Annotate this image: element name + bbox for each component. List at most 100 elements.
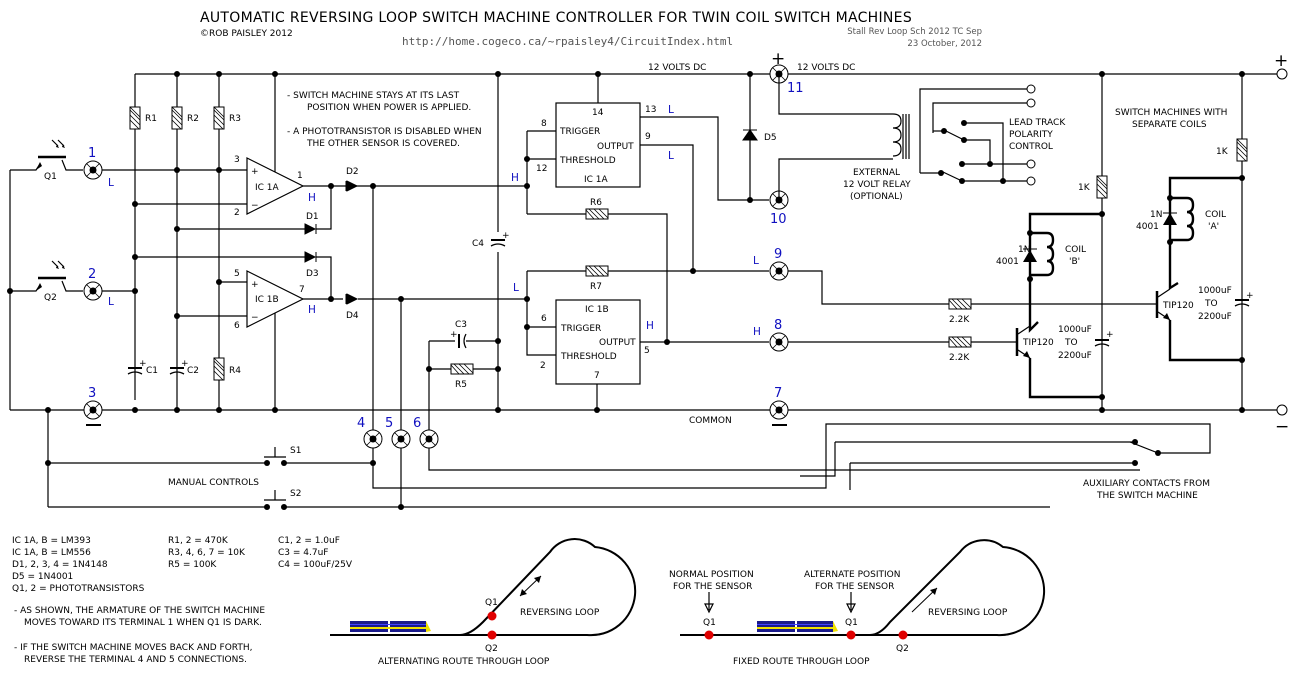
resistor-r3 [213,106,225,130]
diode-d1 [304,223,317,235]
alt-caption: ALTERNATING ROUTE THROUGH LOOP [378,657,550,667]
plus-terminal [1276,68,1288,80]
fixed-caption: FIXED ROUTE THROUGH LOOP [733,657,870,667]
level-ic1b-out: H [308,304,316,316]
note-bottom-2: MOVES TOWARD ITS TERMINAL 1 WHEN Q1 IS D… [24,618,262,628]
date: 23 October, 2012 [907,39,982,49]
terminal-6[interactable] [419,429,439,449]
label-r3: R3 [229,114,241,124]
polarity-label-2: POLARITY [1009,130,1053,140]
label-1n-a: 1N [1150,210,1162,220]
resistor-r1 [129,106,141,130]
polarity-relay-contacts [919,84,1036,186]
part-3: D1, 2, 3, 4 = 1N4148 [12,560,108,570]
label-ic1a-comparator: IC 1A [255,183,280,193]
note-top-1: - SWITCH MACHINE STAYS AT ITS LAST [287,91,460,101]
terminal-1-label: 1 [88,146,96,161]
terminal-1[interactable] [83,160,103,180]
ic1a-plus: + [251,167,259,177]
cap-a-label-2: TO [1204,299,1218,309]
page-title: AUTOMATIC REVERSING LOOP SWITCH MACHINE … [200,10,912,26]
resistor-1k-a [1236,138,1248,162]
pin-ic1b-5: 5 [644,346,650,356]
terminal-5[interactable] [391,429,411,449]
pin-ic1b-6: 6 [541,314,547,324]
resistor-1k-b [1096,175,1108,199]
note-bottom-4: REVERSE THE TERMINAL 4 AND 5 CONNECTIONS… [24,655,247,665]
pin-ic1a-12: 12 [536,164,547,174]
level-t9: L [753,255,759,267]
terminal-11-label: 11 [787,81,804,96]
fixed-loop-label: REVERSING LOOP [928,608,1008,618]
pin-ic1a-1: 1 [297,171,303,181]
label-1k-b: 1K [1078,183,1091,193]
part-8: R5 = 100K [168,560,217,570]
label-c3: C3 [455,320,467,330]
label-c2: C2 [187,366,199,376]
train-fixed [757,621,838,632]
url-link[interactable]: http://home.cogeco.ca/~rpaisley4/Circuit… [402,35,733,48]
ic1b-output-label: OUTPUT [599,338,636,348]
comparator-ic1b [174,270,343,410]
sensor-q1-alternate [846,630,856,640]
label-r7: R7 [590,282,602,292]
ic1a-trigger-label: TRIGGER [559,127,600,137]
fixed-route-diagram [680,539,1046,640]
resistor-r6 [585,208,609,220]
resistor-r7 [585,265,609,277]
train-alt [350,621,431,632]
label-1n-b: 1N [1018,245,1030,255]
alternate-label-2: FOR THE SENSOR [815,582,894,592]
polarity-label-3: CONTROL [1009,142,1053,152]
relay-label-3: (OPTIONAL) [850,192,903,202]
relay-label-2: 12 VOLT RELAY [843,180,911,190]
switch-s1[interactable] [264,447,287,466]
terminal-5-label: 5 [385,416,393,431]
pin-ic1b-7: 7 [594,371,600,381]
terminal-6-label: 6 [413,416,421,431]
svg-text:+: + [139,359,147,369]
pin-ic1a-8: 8 [541,119,547,129]
terminal-7-label: 7 [774,386,782,401]
label-d2: D2 [346,167,359,177]
diode-d3 [304,251,317,263]
polarity-label-1: LEAD TRACK [1009,118,1066,128]
terminal-8[interactable] [769,332,789,352]
part-10: C3 = 4.7uF [278,548,328,558]
ic1b-threshold-label: THRESHOLD [560,352,617,362]
label-4001-b: 4001 [996,257,1019,267]
relay-label-1: EXTERNAL [853,168,900,178]
relay-coil [778,74,910,200]
cap-b-label-3: 2200uF [1058,351,1092,361]
pin-ic1a-14: 14 [592,108,604,118]
terminal-3[interactable] [83,400,103,420]
pin-ic1a-3: 3 [234,155,240,165]
terminal-4-label: 4 [357,416,365,431]
alt-q1-label: Q1 [485,598,498,608]
part-1: IC 1A, B = LM393 [12,536,91,546]
aux-label-2: THE SWITCH MACHINE [1096,491,1198,501]
common-rail [10,407,1277,413]
resistor-2k2-a [948,298,972,310]
pin-ic1a-9: 9 [645,132,651,142]
terminal-9[interactable] [769,261,789,281]
note-bottom-3: - IF THE SWITCH MACHINE MOVES BACK AND F… [14,643,253,653]
label-q1: Q1 [44,172,57,182]
level-ic1a-out: H [308,192,316,204]
terminal-4[interactable] [363,429,383,449]
diode-d4 [345,293,359,305]
label-d3: D3 [306,269,319,279]
part-7: R3, 4, 6, 7 = 10K [168,548,246,558]
fixed-q2-label: Q2 [896,644,909,654]
ic1b-plus: + [251,280,259,290]
terminal-2[interactable] [83,281,103,301]
terminal-7[interactable] [769,400,789,420]
ic1a-threshold-label: THRESHOLD [559,156,616,166]
coil-b-label-1: COIL [1065,245,1086,255]
normal-label-1: NORMAL POSITION [669,570,754,580]
timer-ic1a [524,74,769,342]
part-11: C4 = 100uF/25V [278,560,353,570]
phototransistor-q2 [7,260,83,294]
level-ic1b-timer-in: L [513,282,519,294]
switch-s2[interactable] [264,490,287,510]
